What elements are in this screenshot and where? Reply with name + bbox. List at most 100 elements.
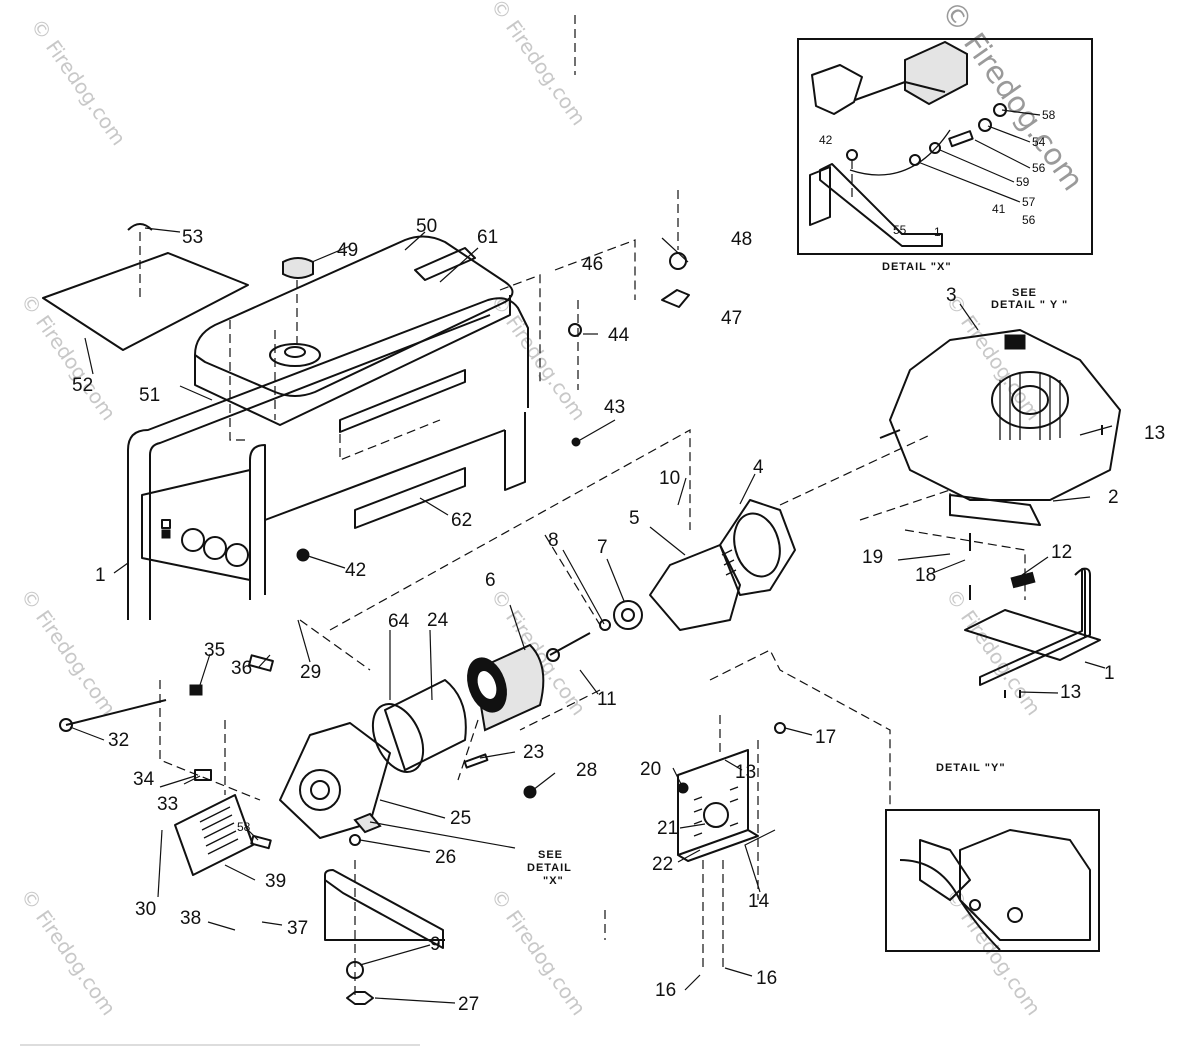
fan-cover-edge: [677, 829, 759, 862]
callout-23: 23: [523, 742, 544, 763]
engine-adapter-assembly: [649, 499, 796, 631]
washer-part: [929, 142, 941, 154]
wheel-frame: [324, 869, 444, 949]
callout-25: 25: [450, 808, 471, 829]
spark-plug: [1004, 334, 1026, 350]
callout-61: 61: [477, 227, 498, 248]
callout-4: 4: [753, 457, 764, 478]
fuel-tank-body: [194, 235, 514, 397]
detail-x-panel: 42 58 54 56 59 57 41 56 55 1 DETAIL "X": [797, 38, 1093, 273]
carburetor-part: [959, 829, 1091, 941]
callout-32: 32: [108, 730, 129, 751]
bolt-head: [1007, 907, 1023, 923]
main-frame: [127, 297, 529, 620]
nut-part: [571, 437, 581, 447]
see-detail-x-note: SEE: [538, 849, 563, 861]
callout-17: 17: [815, 727, 836, 748]
fuel-filler-neck: [269, 343, 321, 367]
engine-adapter: [649, 544, 741, 631]
callout-24: 24: [427, 610, 449, 631]
watermark: © Firedog.com: [941, 584, 1046, 720]
frame-tube-inner: [149, 314, 491, 620]
watermark: © Firedog.com: [16, 584, 121, 720]
fuel-valve-body: [661, 289, 690, 308]
leader-lines: [917, 109, 1041, 203]
detail-y-panel: DETAIL "Y": [885, 762, 1100, 952]
callout-8: 8: [548, 530, 559, 551]
callout-16: 16: [655, 980, 676, 1001]
receptacle: [225, 543, 249, 567]
grommet-part: [189, 684, 203, 696]
callout-47: 47: [721, 308, 742, 329]
callout-38: 38: [180, 908, 201, 929]
detail-y-caption: DETAIL "Y": [936, 762, 1006, 774]
callout: 42: [819, 133, 833, 147]
callout: 59: [1016, 175, 1030, 189]
frame-tube-front: [249, 444, 266, 600]
callout: 57: [1022, 195, 1036, 209]
bracket-part: [811, 64, 863, 115]
frame-rail-right: [964, 567, 1101, 686]
governor-part: [919, 839, 971, 901]
nut-part: [978, 118, 992, 132]
callout-13: 13: [735, 762, 756, 783]
see-detail-x-note: "X": [543, 875, 564, 887]
see-detail-y-note: SEE: [1012, 287, 1037, 299]
callout-5: 5: [629, 508, 640, 529]
callout: 41: [992, 202, 1006, 216]
nut-part: [909, 154, 921, 166]
watermark: © Firedog.com: [486, 289, 591, 425]
vibration-mount: [1010, 571, 1036, 589]
rear-cover: [174, 794, 254, 876]
assembly-line: [544, 534, 601, 626]
bolt-part: [948, 130, 974, 148]
assembly-line: [702, 860, 724, 970]
callout-14: 14: [748, 891, 770, 912]
rear-bearing-carrier: [279, 722, 391, 839]
callout-26: 26: [435, 847, 456, 868]
bolt-head: [969, 899, 981, 911]
screw-head: [846, 149, 858, 161]
frame-cross-tube: [264, 429, 506, 521]
callout-3: 3: [946, 285, 957, 306]
callout-28: 28: [576, 760, 597, 781]
callout-58: 58: [237, 820, 251, 834]
carrier-bearing-inner: [310, 780, 330, 800]
fan-housing: [719, 499, 796, 596]
control-panel-face: [141, 469, 251, 581]
washer-part: [774, 722, 786, 734]
callout-2: 2: [1108, 487, 1119, 508]
callout: 56: [1032, 161, 1046, 175]
callout-1: 1: [1104, 663, 1115, 684]
sheet-part: [42, 252, 249, 351]
assembly-line: [554, 239, 636, 300]
callout-6: 6: [485, 570, 496, 591]
callout-53: 53: [182, 227, 203, 248]
bolt-head: [59, 718, 73, 732]
callout-64: 64: [388, 611, 410, 632]
callout-21: 21: [657, 818, 678, 839]
callout: 54: [1032, 135, 1046, 149]
frame-rail-bend: [1074, 568, 1086, 637]
clip-part: [127, 223, 153, 231]
assembly-line: [519, 689, 601, 731]
tank-mount-bracket: [339, 369, 466, 433]
bearing-inner: [621, 608, 635, 622]
fan-cover-body: [677, 749, 749, 856]
watermark: © Firedog.com: [16, 884, 121, 1020]
carrier-body: [279, 722, 391, 839]
receptacle: [181, 528, 205, 552]
bearing-part: [613, 600, 643, 630]
fuel-tank-side: [194, 295, 511, 426]
callout-35: 35: [204, 640, 225, 661]
callout-52: 52: [72, 375, 93, 396]
assembly-line: [779, 434, 931, 506]
watermark: © Firedog.com: [486, 884, 591, 1020]
callout-42: 42: [345, 560, 366, 581]
control-panel: [141, 469, 251, 581]
cylinder-head: [991, 371, 1069, 429]
cover-plate: [174, 794, 254, 876]
fan-cover-slots: [693, 786, 739, 837]
callout-13: 13: [1144, 423, 1165, 444]
clip-small: [250, 834, 272, 850]
